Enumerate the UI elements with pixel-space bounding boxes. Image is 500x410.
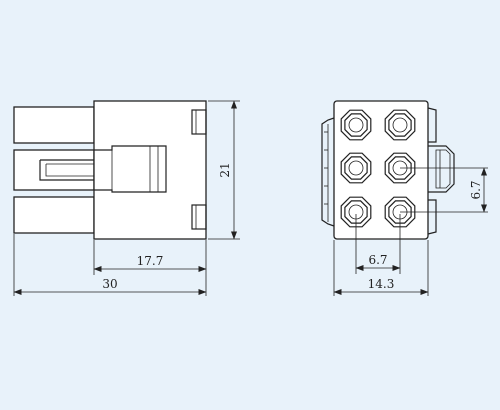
front-view-right-lower-notch: [427, 199, 437, 235]
side-view: 21 17.7 30: [13, 100, 240, 296]
dim-label-height: 21: [218, 162, 232, 177]
side-view-middle-pin: [13, 149, 95, 191]
front-view-latch: [428, 145, 455, 193]
side-view-lower-notch: [191, 204, 207, 230]
dim-label-inner-width: 17.7: [137, 254, 164, 268]
side-view-latch-arm: [39, 159, 94, 181]
dim-label-vertical-pitch: 6.7: [469, 180, 483, 199]
side-view-bottom-pin: [13, 196, 95, 234]
front-view: 6.7 6.7 14.3: [321, 100, 488, 296]
dim-label-total-width: 30: [102, 277, 117, 291]
side-view-latch-inner: [45, 163, 94, 177]
side-view-upper-notch: [191, 109, 207, 135]
front-view-left-rib: [321, 117, 335, 227]
side-view-top-pin: [13, 106, 95, 144]
front-view-right-upper-notch: [427, 107, 437, 143]
side-view-latch-housing: [94, 145, 167, 193]
dim-label-front-width: 14.3: [368, 277, 395, 291]
front-view-cavities: [340, 109, 416, 228]
pin-cavity: [340, 109, 372, 141]
pin-cavity: [340, 152, 372, 184]
dim-label-pitch: 6.7: [368, 253, 387, 267]
pin-cavity: [384, 109, 416, 141]
